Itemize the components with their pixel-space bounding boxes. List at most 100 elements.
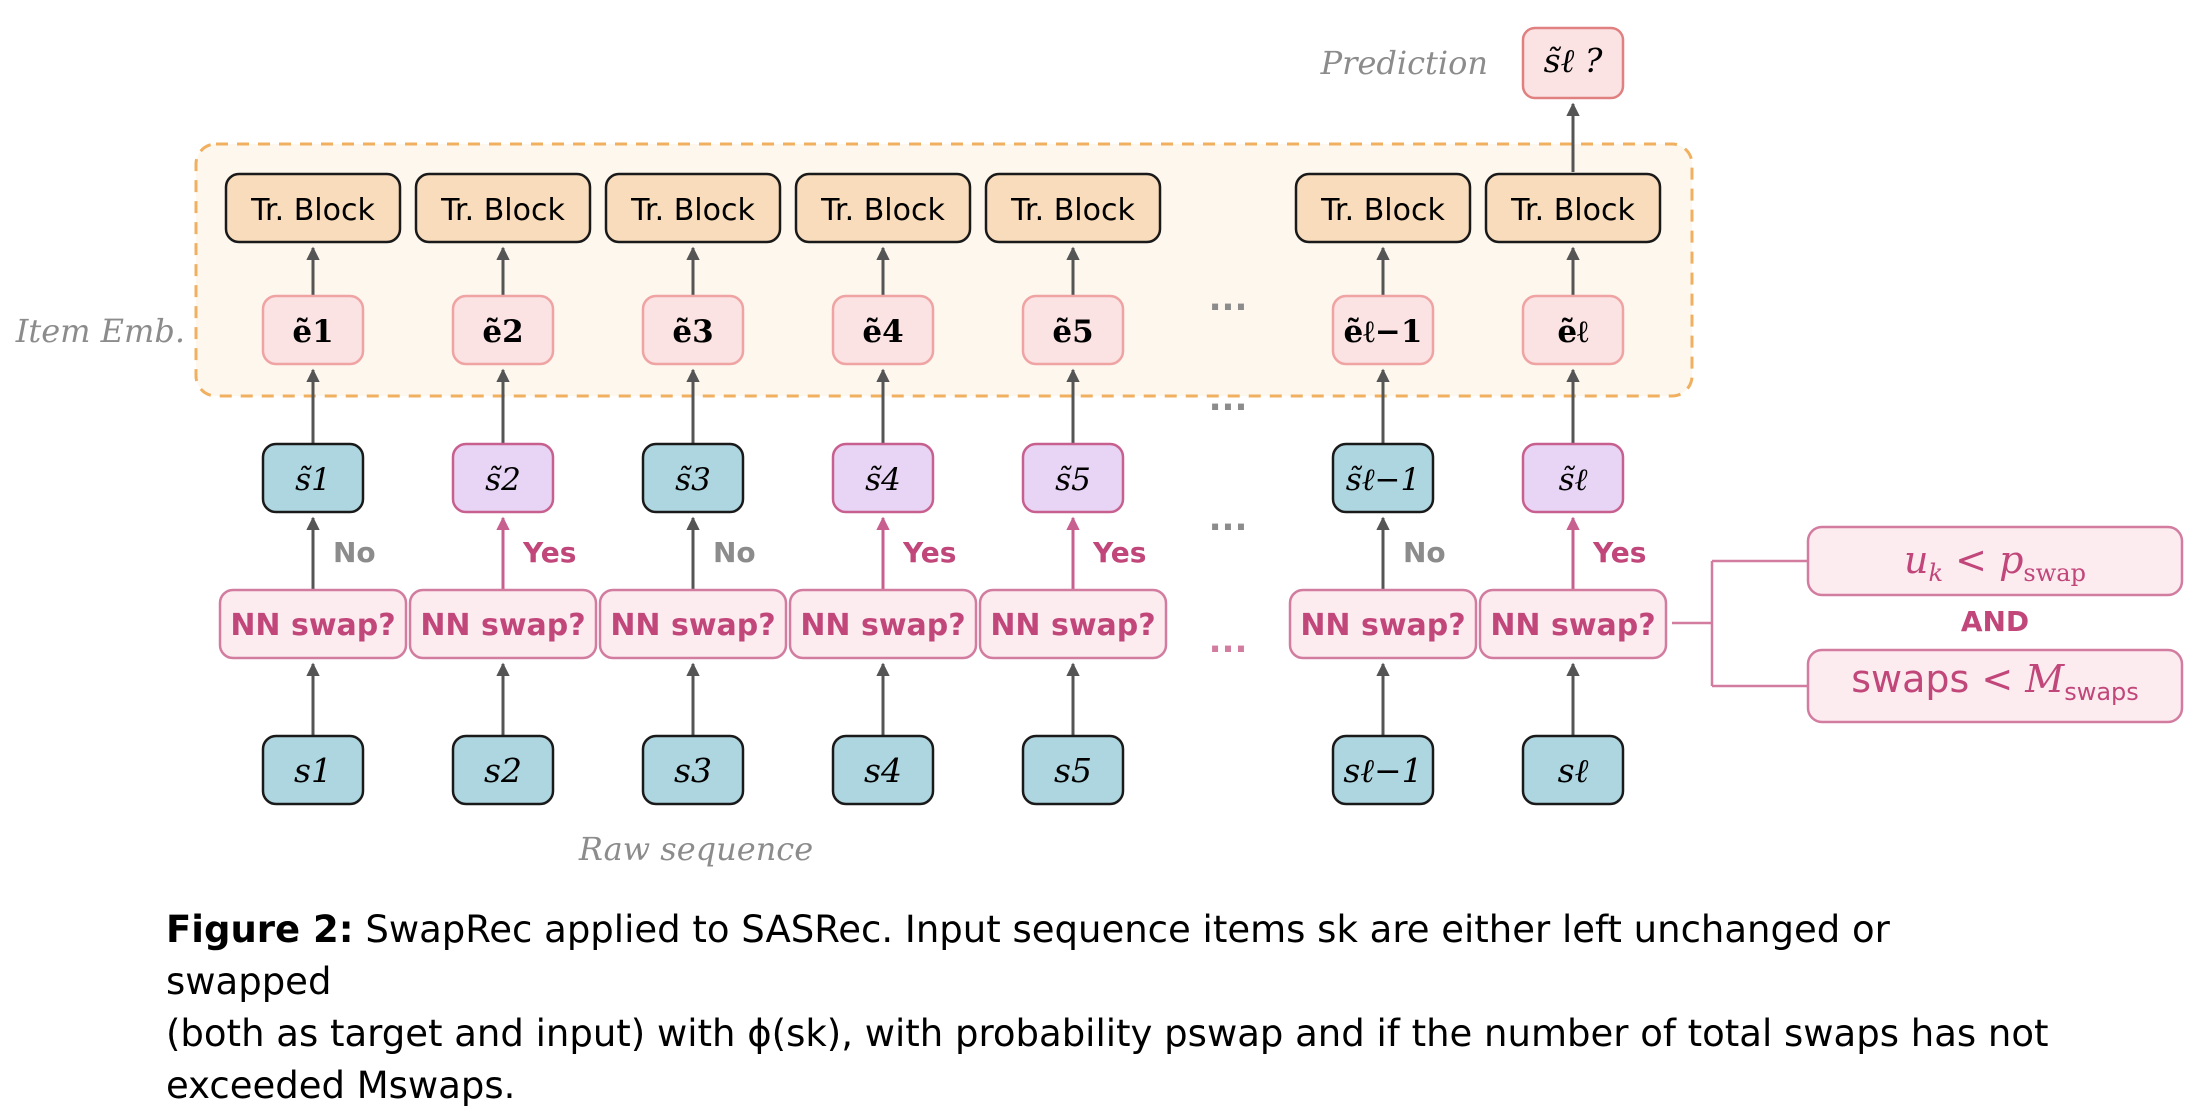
item-emb-5 (1021, 294, 1125, 366)
decision-label-7: Yes (1592, 536, 1646, 569)
ellipsis-result: ... (1209, 499, 1248, 539)
prediction-node: s̃ℓ ? (1521, 26, 1625, 100)
result-item-label-1: s̃1 (295, 462, 331, 498)
item-emb-4 (831, 294, 935, 366)
nn-swap-label-4: NN swap? (800, 608, 965, 643)
decision-label-3: No (713, 536, 756, 569)
result-item-label-6: s̃ℓ−1 (1346, 462, 1421, 498)
item-emb-label-6: ẽℓ−1 (1344, 314, 1423, 350)
raw-item-2 (451, 734, 555, 806)
raw-item-label-3: s3 (674, 751, 712, 790)
transformer-block-7 (1484, 172, 1662, 244)
caption-line-2: (both as target and input) with ϕ(sk), w… (166, 1012, 2049, 1055)
result-item-4 (831, 442, 935, 514)
decision-label-4: Yes (902, 536, 956, 569)
ellipsis-emb: ... (1209, 279, 1248, 319)
transformer-block-6 (1294, 172, 1472, 244)
item-emb-6 (1331, 294, 1435, 366)
transformer-block-5 (984, 172, 1162, 244)
item-emb-label-3: ẽ3 (672, 314, 713, 350)
result-item-1 (261, 442, 365, 514)
result-item-7 (1521, 442, 1625, 514)
item-emb-label-5: ẽ5 (1052, 314, 1093, 350)
raw-item-label-2: s2 (484, 751, 522, 790)
nn-swap-box-2 (408, 588, 598, 660)
nn-swap-label-6: NN swap? (1300, 608, 1465, 643)
result-item-2 (451, 442, 555, 514)
ellipsis-decision: ... (1209, 621, 1248, 661)
swap-condition-group: uk < pswap AND swaps < Mswaps (1672, 525, 2184, 724)
prediction-node-label: s̃ℓ ? (1544, 41, 1603, 80)
result-item-6 (1331, 442, 1435, 514)
decision-label-2: Yes (522, 536, 576, 569)
caption-text-1: SwapRec applied to SASRec. Input sequenc… (166, 908, 1890, 1003)
result-item-5 (1021, 442, 1125, 514)
transformer-block-label-1: Tr. Block (250, 193, 375, 228)
result-item-label-5: s̃5 (1055, 462, 1091, 498)
raw-item-label-1: s1 (294, 751, 332, 790)
transformer-block-label-3: Tr. Block (630, 193, 755, 228)
swaprec-diagram: Prediction Item Emb. Raw sequence s̃ℓ ? … (15, 26, 2184, 868)
raw-item-label-5: s5 (1054, 751, 1092, 790)
nn-swap-label-1: NN swap? (230, 608, 395, 643)
transformer-block-label-6: Tr. Block (1320, 193, 1445, 228)
decision-label-5: Yes (1092, 536, 1146, 569)
raw-item-label-4: s4 (864, 751, 902, 790)
item-emb-label-4: ẽ4 (862, 314, 903, 350)
result-item-label-3: s̃3 (675, 462, 711, 498)
nn-swap-box-3 (598, 588, 788, 660)
transformer-block-1 (224, 172, 402, 244)
raw-item-1 (261, 734, 365, 806)
transformer-block-2 (414, 172, 592, 244)
result-item-label-2: s̃2 (485, 462, 521, 498)
condition-bracket (1672, 559, 1808, 688)
raw-item-5 (1021, 734, 1125, 806)
nn-swap-label-5: NN swap? (990, 608, 1155, 643)
result-item-label-7: s̃ℓ (1559, 462, 1588, 498)
item-emb-3 (641, 294, 745, 366)
nn-swap-box-7 (1478, 588, 1668, 660)
raw-item-7 (1521, 734, 1625, 806)
condition-probability: uk < pswap (1904, 538, 2086, 587)
condition-and: AND (1961, 605, 2029, 638)
nn-swap-label-3: NN swap? (610, 608, 775, 643)
transformer-block-label-7: Tr. Block (1510, 193, 1635, 228)
item-emb-7 (1521, 294, 1625, 366)
raw-sequence-label: Raw sequence (578, 830, 813, 868)
caption-figure-label: Figure 2: (166, 908, 354, 951)
nn-swap-box-5 (978, 588, 1168, 660)
nn-swap-box-4 (788, 588, 978, 660)
nn-swap-label-2: NN swap? (420, 608, 585, 643)
raw-item-6 (1331, 734, 1435, 806)
item-emb-label-1: ẽ1 (292, 314, 333, 350)
raw-item-label-7: sℓ (1558, 751, 1589, 790)
nn-swap-box-1 (218, 588, 408, 660)
caption-line-1: Figure 2: SwapRec applied to SASRec. Inp… (166, 904, 2066, 1008)
nn-swap-label-7: NN swap? (1490, 608, 1655, 643)
transformer-block-label-4: Tr. Block (820, 193, 945, 228)
sequence-columns: Tr. Block ẽ1 s̃1No NN swap? s1 Tr. Block ẽ2 s̃2… (218, 172, 1668, 806)
item-emb-label-7: ẽℓ (1557, 314, 1589, 350)
ellipsis-between: ... (1209, 379, 1248, 419)
raw-item-label-6: sℓ−1 (1343, 751, 1422, 790)
prediction-label: Prediction (1320, 44, 1488, 82)
transformer-block-label-5: Tr. Block (1010, 193, 1135, 228)
caption-line-3: exceeded Mswaps. (166, 1064, 516, 1107)
ellipsis-group: ............ (1209, 279, 1248, 661)
raw-item-4 (831, 734, 935, 806)
decision-label-1: No (333, 536, 376, 569)
figure-caption: Figure 2: SwapRec applied to SASRec. Inp… (166, 904, 2066, 1112)
result-item-label-4: s̃4 (865, 462, 901, 498)
item-emb-2 (451, 294, 555, 366)
raw-item-3 (641, 734, 745, 806)
result-item-3 (641, 442, 745, 514)
item-emb-1 (261, 294, 365, 366)
nn-swap-box-6 (1288, 588, 1478, 660)
item-emb-label-2: ẽ2 (482, 314, 523, 350)
decision-label-6: No (1403, 536, 1446, 569)
transformer-block-label-2: Tr. Block (440, 193, 565, 228)
condition-max-swaps: swaps < Mswaps (1851, 657, 2139, 706)
transformer-block-4 (794, 172, 972, 244)
item-emb-label: Item Emb. (15, 312, 185, 350)
transformer-block-3 (604, 172, 782, 244)
